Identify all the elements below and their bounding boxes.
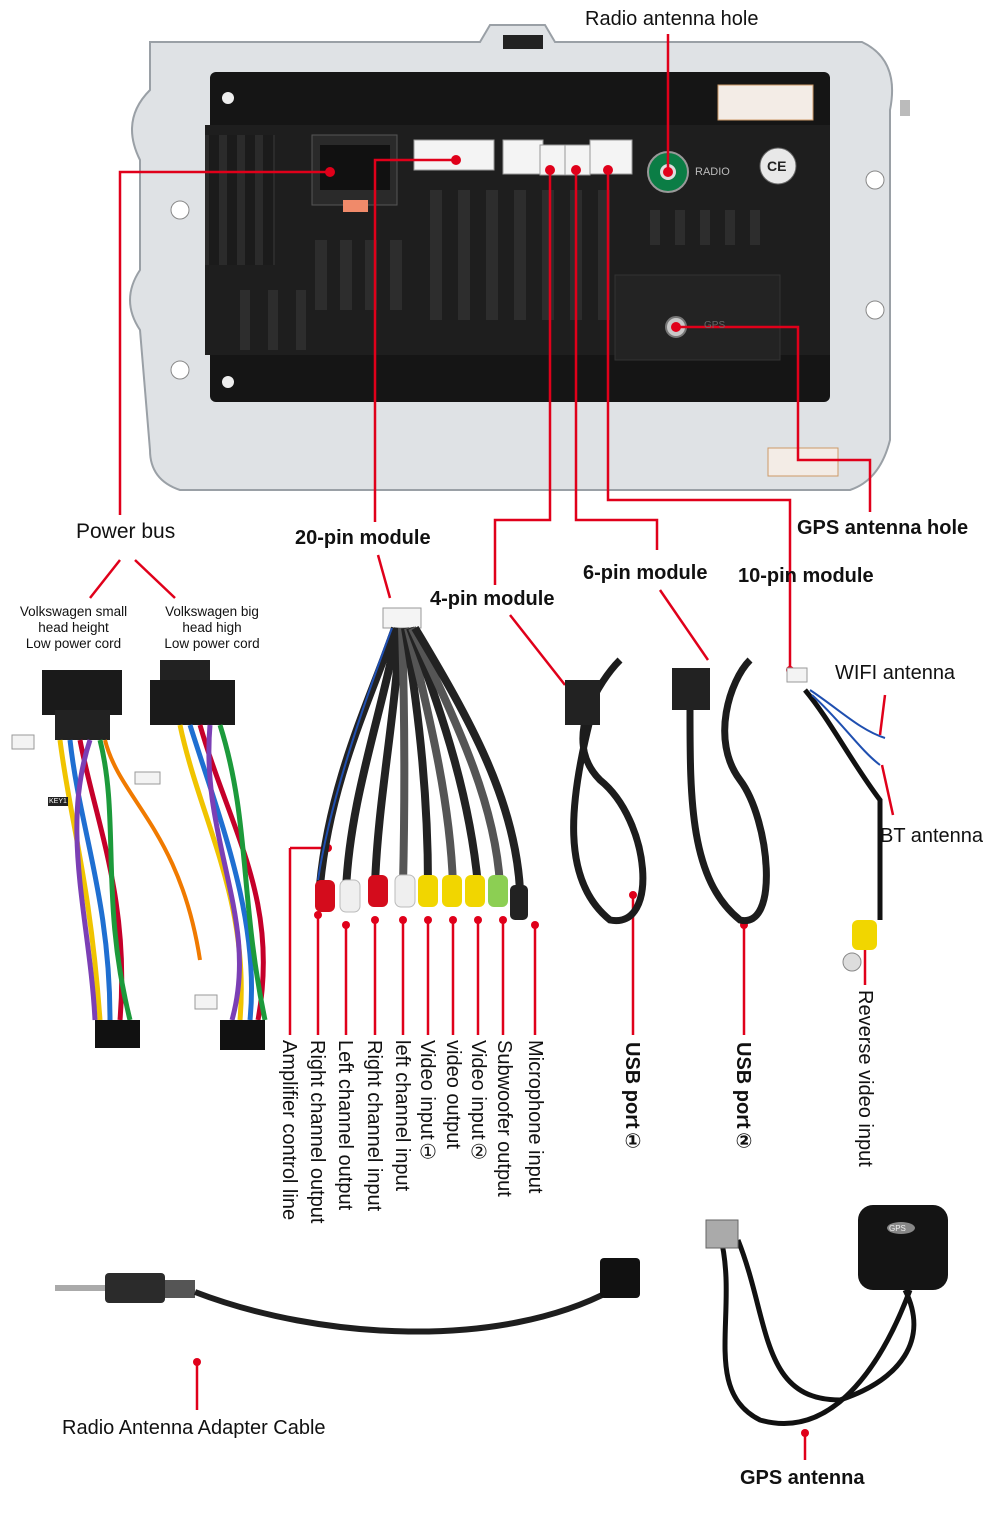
vw-small-line-1: Volkswagen small (19, 604, 128, 619)
usb-cable-1 (565, 657, 647, 925)
ce-mark: CE (767, 158, 787, 174)
power-harness-big (134, 660, 268, 1050)
pin10-module-label: 10-pin module (738, 565, 874, 587)
rca-label-right-out: Right channel output (306, 1040, 328, 1224)
vw-small-line-3: Low power cord (25, 636, 122, 651)
vw-big-line-3: Low power cord (164, 636, 260, 651)
usb-port-1-label: USB port① (621, 1042, 643, 1153)
rca-label-right-in: Right channel input (363, 1040, 385, 1212)
gps-antenna-device (705, 1205, 948, 1426)
vw-big-line-1: Volkswagen big (165, 604, 259, 619)
key1-tag: KEY1 (48, 797, 68, 806)
rca-label-left-out: Left channel output (334, 1040, 356, 1211)
power-bus-label: Power bus (76, 520, 176, 543)
rca-label-subwoofer: Subwoofer output (493, 1040, 515, 1197)
reverse-video-label: Reverse video input (854, 990, 876, 1167)
radio-antenna-hole-label: Radio antenna hole (585, 8, 759, 30)
callout-lines (89, 34, 895, 1460)
gps-antenna-hole-label: GPS antenna hole (797, 517, 969, 539)
usb-cable-2 (672, 657, 770, 924)
power-harness-small (11, 670, 202, 1048)
rca-label-amplifier: Amplifier control line (278, 1040, 300, 1221)
rca-label-video-out: video output (442, 1040, 464, 1149)
radio-antenna-adapter (55, 1258, 640, 1335)
usb-port-2-label: USB port② (732, 1042, 754, 1153)
rca-label-video-in-1: Video input① (416, 1040, 438, 1164)
bt-antenna-label: BT antenna (880, 825, 984, 847)
rca-harness (315, 607, 528, 920)
pin20-module-label: 20-pin module (295, 527, 431, 549)
rca-label-left-in: left channel input (391, 1040, 413, 1192)
radio-text-mark: RADIO (695, 166, 730, 178)
wifi-bt-cable (786, 667, 886, 972)
rca-label-video-in-2: Video input② (467, 1040, 489, 1164)
vw-big-line-2: head high (182, 620, 242, 635)
pin4-module-label: 4-pin module (430, 588, 555, 610)
gps-antenna-label: GPS antenna (740, 1467, 865, 1489)
gps-module-mark: GPS (889, 1224, 906, 1233)
vw-small-label: Volkswagen small head height Low power c… (16, 604, 131, 652)
vw-big-label: Volkswagen big head high Low power cord (156, 604, 268, 652)
gps-text-mark: GPS (704, 320, 726, 331)
radio-antenna-cable-label: Radio Antenna Adapter Cable (62, 1417, 326, 1439)
wifi-antenna-label: WIFI antenna (835, 662, 956, 684)
rca-label-microphone: Microphone input (524, 1040, 546, 1194)
head-unit-chassis (129, 24, 910, 491)
pin6-module-label: 6-pin module (583, 562, 708, 584)
vw-small-line-2: head height (38, 620, 109, 635)
